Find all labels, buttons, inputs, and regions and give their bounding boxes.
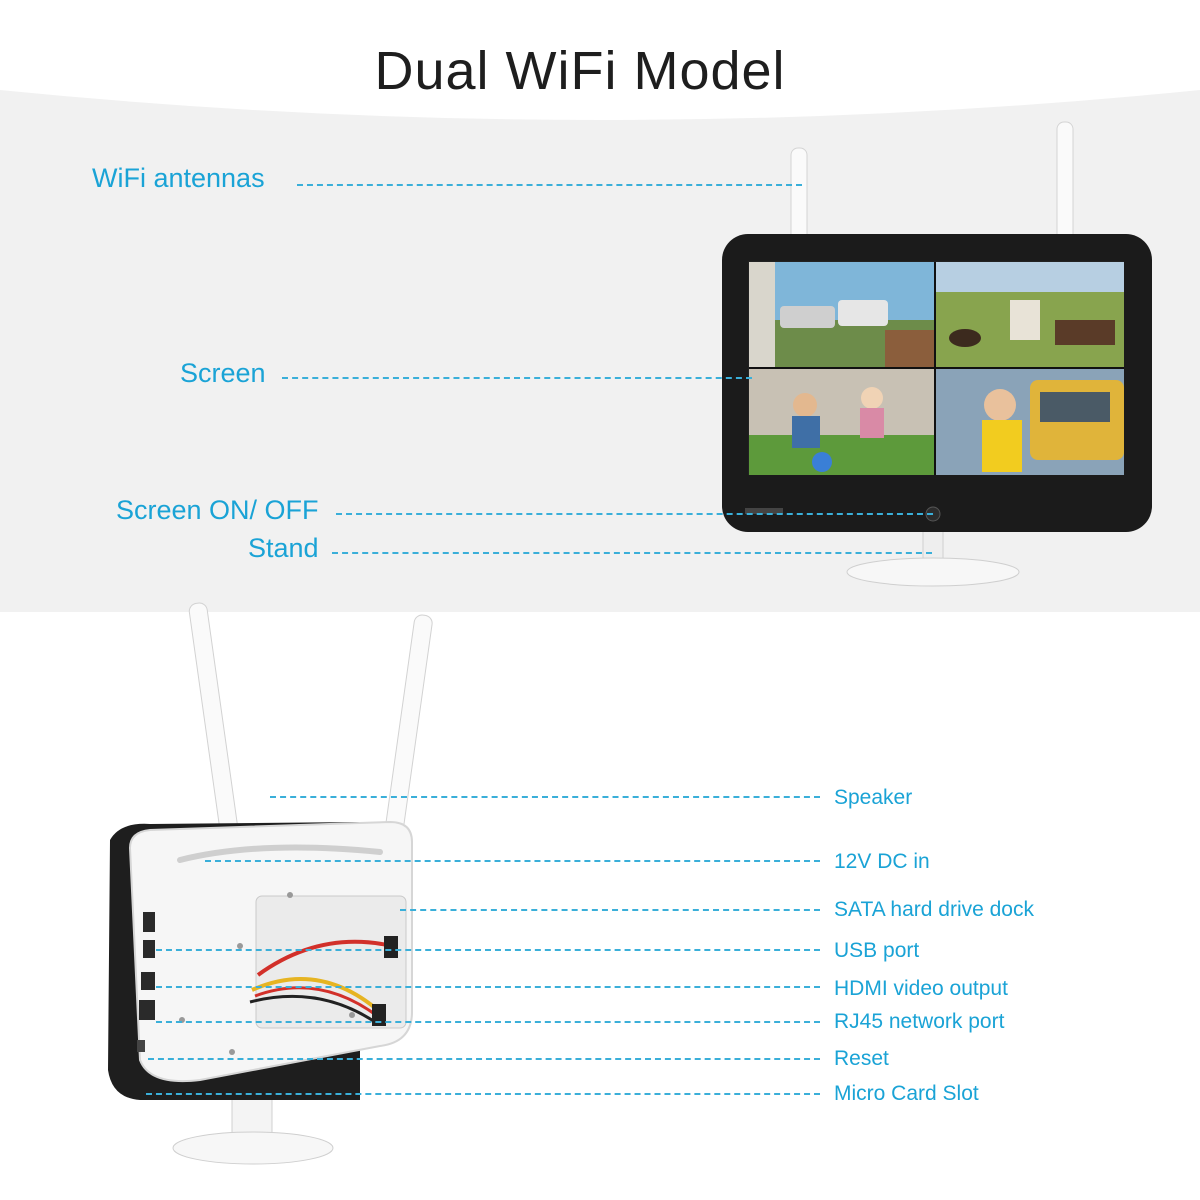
sata-cable-yellow xyxy=(251,977,382,1014)
leader-speaker xyxy=(270,796,820,798)
label-wifi-antennas: WiFi antennas xyxy=(92,163,265,193)
label-screen: Screen xyxy=(180,358,266,388)
label-12v-dc-in: 12V DC in xyxy=(834,850,930,873)
leader-hdmi-output xyxy=(156,986,820,988)
leader-rj45-port xyxy=(156,1021,820,1023)
usb-port-icon[interactable] xyxy=(143,912,155,932)
label-sata-dock: SATA hard drive dock xyxy=(834,898,1034,921)
leader-sata-dock xyxy=(400,909,820,911)
leader-screen-on-off xyxy=(336,513,933,515)
hdmi-port-icon[interactable] xyxy=(141,972,155,990)
front-stand-base xyxy=(846,557,1020,587)
page-title: Dual WiFi Model xyxy=(374,41,786,101)
label-screen-on-off: Screen ON/ OFF xyxy=(116,495,319,525)
usb-port-2-icon[interactable] xyxy=(143,940,155,958)
sata-connector xyxy=(384,936,398,958)
sata-cable-red xyxy=(256,939,393,977)
rear-antenna-left xyxy=(188,602,242,860)
rj45-port-icon[interactable] xyxy=(139,1000,155,1020)
rear-monitor xyxy=(108,602,433,1165)
leader-usb-port xyxy=(156,949,820,951)
leader-micro-card-slot xyxy=(146,1093,820,1095)
rear-stand-base xyxy=(172,1131,334,1165)
front-monitor xyxy=(722,121,1152,587)
label-hdmi-output: HDMI video output xyxy=(834,977,1008,1000)
leader-wifi-antennas xyxy=(297,184,802,186)
label-stand: Stand xyxy=(248,533,319,563)
label-micro-card-slot: Micro Card Slot xyxy=(834,1082,979,1105)
brand-logo xyxy=(745,508,783,514)
leader-reset xyxy=(148,1058,820,1060)
speaker-grille xyxy=(177,844,383,863)
front-antenna-right xyxy=(1056,121,1074,253)
leader-screen xyxy=(282,377,752,379)
screen-display xyxy=(748,261,1124,475)
label-reset: Reset xyxy=(834,1047,889,1070)
leader-stand xyxy=(332,552,932,554)
micro-card-slot-icon[interactable] xyxy=(137,1040,145,1052)
leader-12v-dc-in xyxy=(205,860,820,862)
label-speaker: Speaker xyxy=(834,786,913,809)
label-usb-port: USB port xyxy=(834,939,920,962)
label-rj45-port: RJ45 network port xyxy=(834,1010,1005,1033)
